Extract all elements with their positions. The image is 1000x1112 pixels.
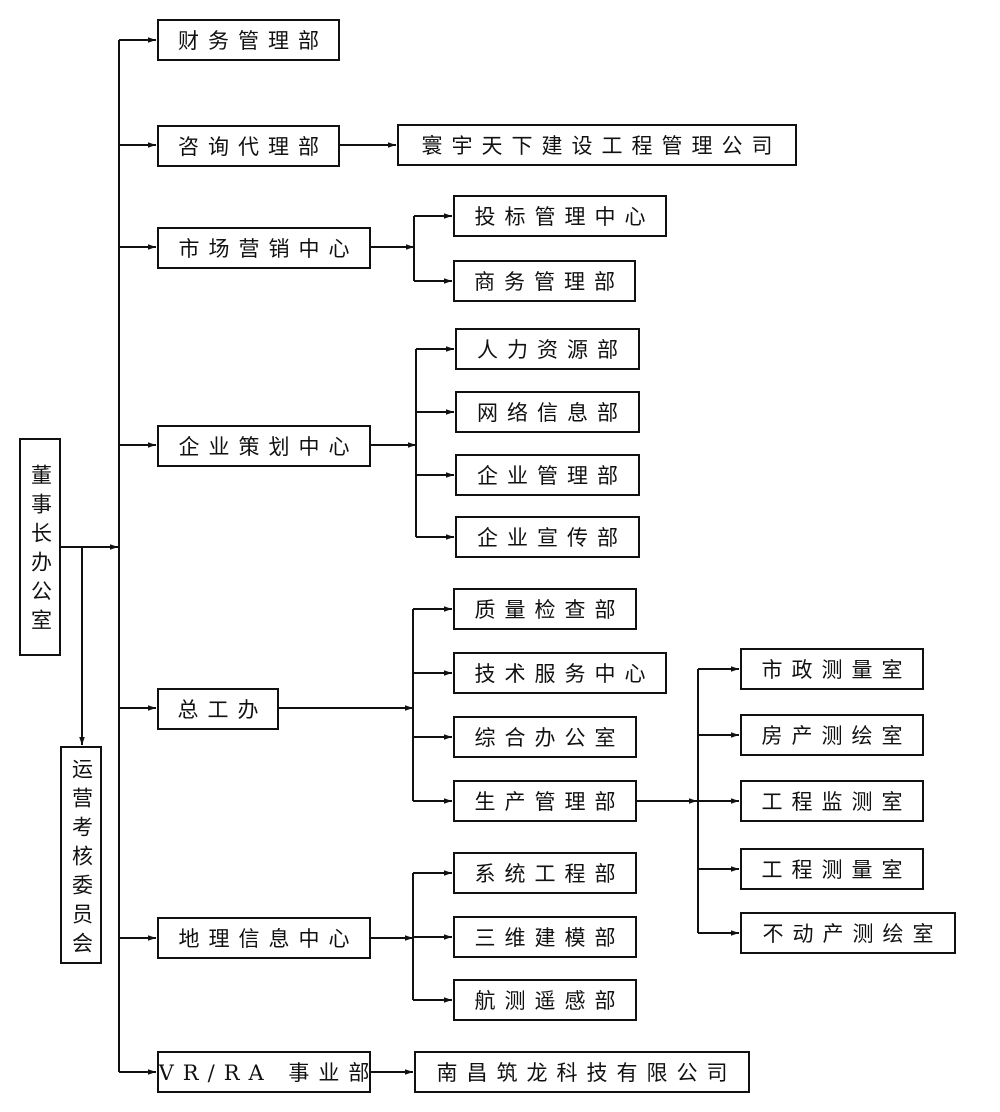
zhulong-company-node: 南昌筑龙科技有限公司 bbox=[414, 1051, 750, 1093]
hr-dept-node: 人力资源部 bbox=[455, 328, 640, 370]
network-info-dept-label: 网络信息部 bbox=[477, 401, 627, 425]
geo-info-center-label: 地理信息中心 bbox=[178, 927, 359, 951]
consulting-dept-label: 咨询代理部 bbox=[178, 135, 328, 159]
marketing-center-node: 市场营销中心 bbox=[157, 227, 371, 269]
huanyu-company-node: 寰宇天下建设工程管理公司 bbox=[397, 124, 797, 166]
zhulong-company-label: 南昌筑龙科技有限公司 bbox=[436, 1061, 737, 1085]
3d-modeling-dept-node: 三维建模部 bbox=[453, 916, 637, 958]
geo-info-center-node: 地理信息中心 bbox=[157, 917, 371, 959]
engineering-survey-room-node: 工程测量室 bbox=[740, 848, 924, 890]
production-mgmt-dept-label: 生产管理部 bbox=[474, 790, 625, 814]
tech-service-center-node: 技术服务中心 bbox=[453, 652, 667, 694]
vrra-division-node: VR/RA 事业部 bbox=[157, 1051, 371, 1093]
municipal-survey-room-node: 市政测量室 bbox=[740, 648, 924, 690]
finance-dept-label: 财务管理部 bbox=[178, 29, 328, 53]
system-engineering-dept-node: 系统工程部 bbox=[453, 852, 637, 894]
system-engineering-dept-label: 系统工程部 bbox=[474, 862, 625, 886]
general-office-node: 综合办公室 bbox=[453, 716, 637, 758]
tech-service-center-label: 技术服务中心 bbox=[474, 662, 655, 686]
realestate-mapping-room-label: 不动产测绘室 bbox=[762, 922, 943, 946]
planning-center-node: 企业策划中心 bbox=[157, 425, 371, 467]
chairman-office-label: 董事长办公室 bbox=[28, 464, 53, 638]
general-office-label: 综合办公室 bbox=[474, 726, 625, 750]
chief-engineer-office-label: 总工办 bbox=[177, 698, 268, 722]
enterprise-mgmt-dept-label: 企业管理部 bbox=[477, 464, 627, 488]
municipal-survey-room-label: 市政测量室 bbox=[761, 658, 912, 682]
enterprise-mgmt-dept-node: 企业管理部 bbox=[455, 454, 640, 496]
hr-dept-label: 人力资源部 bbox=[477, 338, 627, 362]
business-dept-node: 商务管理部 bbox=[453, 260, 636, 302]
publicity-dept-label: 企业宣传部 bbox=[477, 526, 627, 550]
chairman-office-node: 董事长办公室 bbox=[19, 438, 61, 656]
finance-dept-node: 财务管理部 bbox=[157, 19, 340, 61]
consulting-dept-node: 咨询代理部 bbox=[157, 125, 340, 167]
bid-mgmt-center-node: 投标管理中心 bbox=[453, 195, 667, 237]
remote-sensing-dept-node: 航测遥感部 bbox=[453, 979, 637, 1021]
production-mgmt-dept-node: 生产管理部 bbox=[453, 780, 637, 822]
engineering-monitoring-room-node: 工程监测室 bbox=[740, 780, 924, 822]
bid-mgmt-center-label: 投标管理中心 bbox=[474, 205, 655, 229]
business-dept-label: 商务管理部 bbox=[474, 270, 624, 294]
housing-mapping-room-label: 房产测绘室 bbox=[761, 724, 912, 748]
remote-sensing-dept-label: 航测遥感部 bbox=[474, 989, 625, 1013]
vrra-division-label: VR/RA 事业部 bbox=[158, 1061, 379, 1085]
planning-center-label: 企业策划中心 bbox=[178, 435, 359, 459]
operations-committee-node: 运营考核委员会 bbox=[60, 746, 102, 964]
operations-committee-label: 运营考核委员会 bbox=[69, 757, 94, 961]
marketing-center-label: 市场营销中心 bbox=[178, 237, 359, 261]
engineering-monitoring-room-label: 工程监测室 bbox=[761, 790, 912, 814]
chief-engineer-office-node: 总工办 bbox=[157, 688, 279, 730]
quality-inspection-dept-label: 质量检查部 bbox=[474, 598, 625, 622]
engineering-survey-room-label: 工程测量室 bbox=[761, 858, 912, 882]
realestate-mapping-room-node: 不动产测绘室 bbox=[740, 912, 956, 954]
3d-modeling-dept-label: 三维建模部 bbox=[474, 926, 625, 950]
huanyu-company-label: 寰宇天下建设工程管理公司 bbox=[421, 134, 782, 158]
quality-inspection-dept-node: 质量检查部 bbox=[453, 588, 637, 630]
housing-mapping-room-node: 房产测绘室 bbox=[740, 714, 924, 756]
publicity-dept-node: 企业宣传部 bbox=[455, 516, 640, 558]
network-info-dept-node: 网络信息部 bbox=[455, 391, 640, 433]
